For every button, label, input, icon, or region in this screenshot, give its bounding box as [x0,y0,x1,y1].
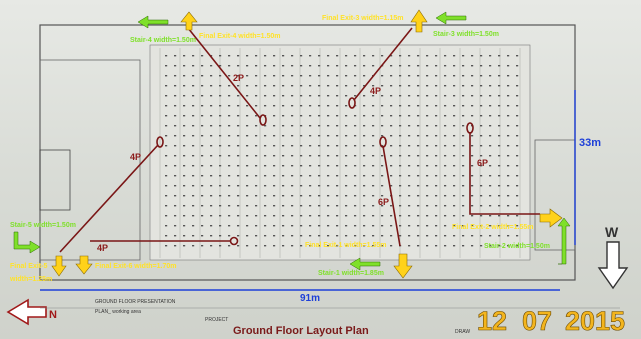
path-line-4p-top [353,27,413,101]
path-label-6p-center: 6P [378,197,389,207]
south-arrow-icon [597,241,629,290]
stair-3-arrow-icon [435,11,467,25]
final-exit-3-arrow-icon [410,9,428,33]
path-origin-4p-left [156,136,164,148]
stair-2-arrow-icon [557,217,571,265]
presentation-sub: PLAN_ working area [95,309,141,315]
stair-5-label: Stair-5 width=1.50m [10,222,76,229]
final-exit-2-arrow-icon [539,208,563,228]
stair-5-arrow-icon [13,231,41,254]
date-month: 07 [522,306,552,336]
date-day: 12 [477,306,507,336]
north-label: N [49,309,57,321]
path-label-4p-left: 4P [130,152,141,162]
path-line-2p [187,27,261,119]
final-exit-6-label: Final Exit-6 width=1.70m [95,263,177,270]
path-label-4p-bottom: 4P [97,243,108,253]
final-exit-1-arrow-icon [393,253,413,279]
page-title: Ground Floor Layout Plan [233,325,369,337]
presentation-title: GROUND FLOOR PRESENTATION [95,299,176,305]
final-exit-1-label: Final Exit-1 width=1.55m [305,242,387,249]
path-label-4p-top: 4P [370,86,381,96]
west-label: W [605,224,619,240]
draw-label: DRAW [455,329,470,335]
seating-dots [165,55,519,247]
path-line-6p-center [382,145,401,247]
path-origin-2p [259,114,267,126]
stair-4-label: Stair-4 width=1.50m [130,37,196,44]
stair-3-label: Stair-3 width=1.50m [433,31,499,38]
north-arrow-icon [6,298,47,326]
stair-2-label: Stair-2 width=1.50m [484,243,550,250]
date-year: 2015 [565,306,625,336]
final-exit-5-width: width=1.25m [9,276,52,283]
path-label-2p: 2P [233,73,244,83]
grid-lines [159,48,521,258]
stair-1-label: Stair-1 width=1.85m [318,270,384,277]
final-exit-5-arrow-icon [51,255,67,277]
final-exit-4-label: Final Exit-4 width=1.50m [199,33,281,40]
final-exit-5-label: Final Exit-5 [10,263,47,270]
path-origin-4p-bottom [229,236,239,246]
final-exit-2-label: Final Exit-2 width=1.55m [452,224,534,231]
stair-1-arrow-icon [349,257,381,271]
final-exit-3-label: Final Exit-3 width=1.15m [322,15,404,22]
final-exit-6-arrow-icon [75,255,93,275]
final-exit-4-arrow-icon [180,11,198,31]
path-origin-6p-right [466,122,474,134]
path-origin-6p-center [379,136,387,148]
width-label: 91m [300,293,320,304]
path-origin-4p-top [348,97,356,109]
project-label: PROJECT [205,317,228,323]
right-service [534,139,576,251]
left-rooms [39,59,141,261]
stair-4-arrow-icon [137,15,169,29]
height-label: 33m [579,137,601,149]
path-label-6p-right: 6P [477,158,488,168]
left-room-a [39,149,71,211]
path-line-4p-left [59,144,159,253]
path-line-6p-right [469,132,540,215]
